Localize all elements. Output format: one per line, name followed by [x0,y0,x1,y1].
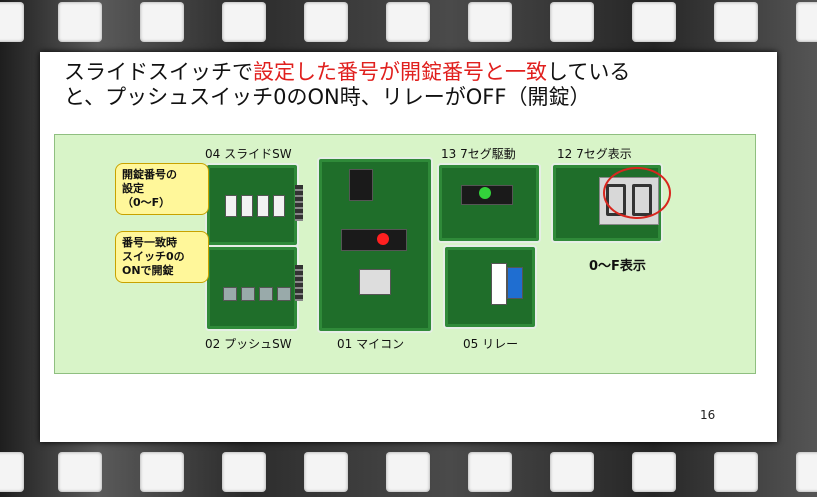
push-button [277,287,291,301]
microcontroller-board [317,157,433,333]
page-number: 16 [700,408,716,422]
sprocket-hole [632,452,676,492]
unlock-number-callout: 開錠番号の 設定 （0〜F） [115,163,209,215]
push-sw-label: 02 プッシュSW [205,337,292,351]
match-unlock-callout: 番号一致時 スイッチ0の ONで開錠 [115,231,209,283]
slide-switch [225,195,237,217]
dc-jack [349,169,373,201]
slide-switch [241,195,253,217]
sprocket-hole [386,452,430,492]
sprocket-hole [58,452,102,492]
callout-text: スイッチ0の [122,250,185,263]
mcu-label: 01 マイコン [337,337,405,351]
sprocket-hole [222,2,266,42]
sprocket-hole [550,452,594,492]
sprocket-hole [222,452,266,492]
sprocket-hole [0,452,24,492]
relay-body [491,263,507,305]
title-line1-end: している [547,60,631,84]
sprocket-hole [58,2,102,42]
sprocket-hole [714,2,758,42]
seg-display-label: 12 7セグ表示 [557,147,632,161]
sprocket-hole [140,2,184,42]
mcu-chip [341,229,407,251]
sprocket-hole [468,452,512,492]
push-switch-board [205,245,299,331]
slide-sw-label: 04 スライドSW [205,147,292,161]
callout-text: （0〜F） [122,196,171,209]
callout-text: ONで開錠 [122,264,174,277]
film-sprocket-holes-bottom [0,452,817,492]
terminal-block [507,267,523,299]
push-button [241,287,255,301]
sprocket-hole [140,452,184,492]
pin-header [295,185,303,221]
relay-label: 05 リレー [463,337,519,351]
sprocket-hole [632,2,676,42]
slide-switch [257,195,269,217]
relay-board [443,245,537,329]
red-led [377,233,389,245]
film-sprocket-holes-top [0,2,817,42]
seg-drive-board [437,163,541,243]
push-button [223,287,237,301]
port-chip [359,269,391,295]
sprocket-hole [550,2,594,42]
callout-text: 番号一致時 [122,236,177,249]
presentation-slide: スライドスイッチで設定した番号が開錠番号と一致している と、プッシュスイッチ0の… [40,52,777,442]
slide-switch [273,195,285,217]
board-diagram-panel: 04 スライドSW 02 プッシュSW 01 マイコン 13 7セグ駆動 [54,134,756,374]
sprocket-hole [304,2,348,42]
callout-text: 開錠番号の [122,168,177,181]
sprocket-hole [714,452,758,492]
sprocket-hole [304,452,348,492]
sprocket-hole [796,2,817,42]
sprocket-hole [468,2,512,42]
seg-drive-label: 13 7セグ駆動 [441,147,516,161]
green-led [479,187,491,199]
slide-switch-board [205,163,299,247]
sprocket-hole [0,2,24,42]
sprocket-hole [386,2,430,42]
sprocket-hole [796,452,817,492]
title-line2: と、プッシュスイッチ0のON時、リレーがOFF（開錠） [64,85,591,109]
title-line1-start: スライドスイッチで [64,60,253,84]
title-highlight: 設定した番号が開錠番号と一致 [253,60,547,84]
slide-title: スライドスイッチで設定した番号が開錠番号と一致している と、プッシュスイッチ0の… [64,60,764,110]
display-highlight-circle [603,167,671,219]
hex-display-label: 0〜F表示 [589,259,646,274]
callout-text: 設定 [122,182,144,195]
push-button [259,287,273,301]
pin-header [295,265,303,301]
